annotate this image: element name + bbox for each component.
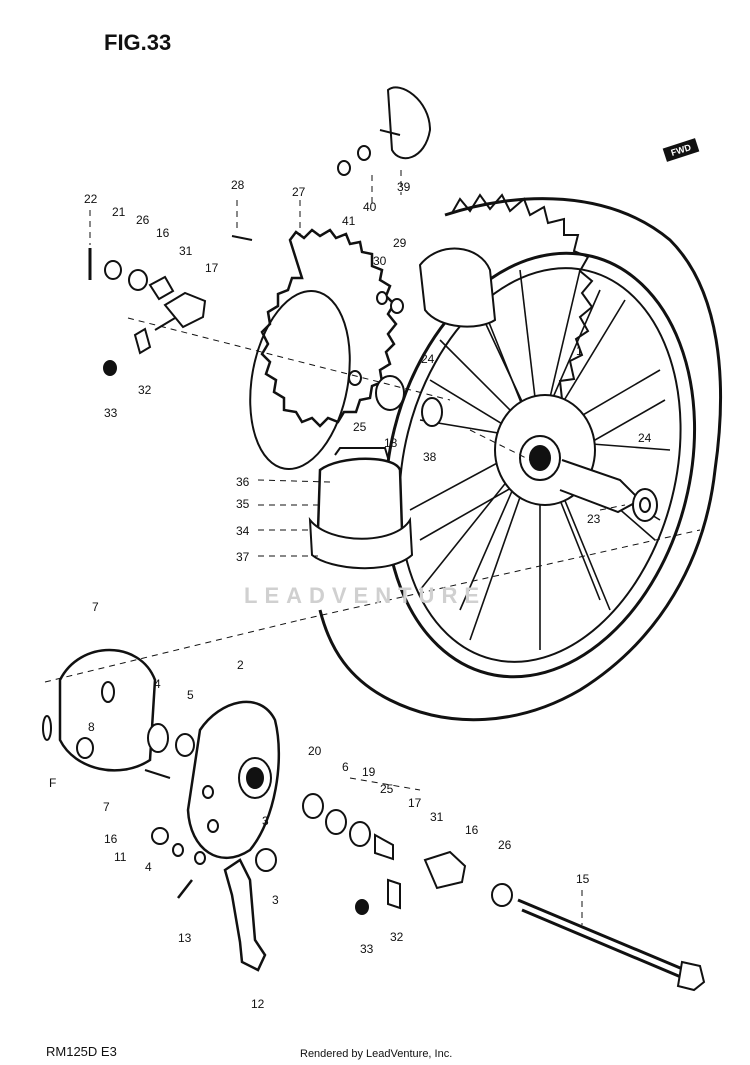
tire bbox=[318, 197, 722, 722]
callout-11: 11 bbox=[114, 850, 127, 864]
callout-41: 41 bbox=[342, 214, 356, 228]
callout-5: 5 bbox=[187, 688, 194, 702]
axle bbox=[517, 898, 706, 992]
callout-32-lower: 32 bbox=[390, 930, 404, 944]
callout-3-lower: 3 bbox=[272, 893, 279, 907]
callout-17-lower: 17 bbox=[408, 796, 422, 810]
callout-28: 28 bbox=[231, 178, 245, 192]
callout-17: 17 bbox=[205, 261, 219, 275]
callout-7: 7 bbox=[92, 600, 99, 614]
brake-shoes bbox=[58, 648, 157, 772]
model-code: RM125D E3 bbox=[46, 1044, 117, 1059]
render-credit: Rendered by LeadVenture, Inc. bbox=[300, 1048, 453, 1060]
callout-39: 39 bbox=[397, 180, 411, 194]
callout-15: 15 bbox=[576, 872, 590, 886]
callout-12: 12 bbox=[251, 997, 265, 1011]
callout-25: 25 bbox=[353, 420, 367, 434]
callout-31: 31 bbox=[179, 244, 193, 258]
callout-2: 2 bbox=[237, 658, 244, 672]
callout-33: 33 bbox=[104, 406, 118, 420]
callout-18: 18 bbox=[384, 436, 398, 450]
callout-16: 16 bbox=[156, 226, 170, 240]
callout-40: 40 bbox=[363, 200, 377, 214]
leader-lines bbox=[44, 170, 701, 925]
callout-32: 32 bbox=[138, 383, 152, 397]
callout-26-lower: 26 bbox=[498, 838, 512, 852]
watermark-text: LEADVENTURE bbox=[244, 583, 487, 608]
callout-33-lower: 33 bbox=[360, 942, 374, 956]
callout-30: 30 bbox=[373, 254, 387, 268]
callout-7-lower: 7 bbox=[103, 800, 110, 814]
callout-1: 1 bbox=[576, 344, 583, 358]
callout-4: 4 bbox=[154, 677, 161, 691]
callout-20: 20 bbox=[308, 744, 322, 758]
torque-link bbox=[223, 858, 267, 972]
callout-31-lower: 31 bbox=[430, 810, 444, 824]
callout-3: 3 bbox=[262, 814, 269, 828]
rear-wheel-assembly bbox=[318, 193, 722, 722]
figure-label: FIG.33 bbox=[104, 30, 172, 55]
callout-36: 36 bbox=[236, 475, 250, 489]
callout-4-lower: 4 bbox=[145, 860, 152, 874]
callout-27: 27 bbox=[292, 185, 306, 199]
callout-22: 22 bbox=[84, 192, 98, 206]
callout-21: 21 bbox=[112, 205, 126, 219]
rim bbox=[383, 251, 697, 679]
callout-25-lower: 25 bbox=[380, 782, 394, 796]
callout-16-right: 16 bbox=[465, 823, 479, 837]
callout-16-lower: 16 bbox=[104, 832, 118, 846]
callout-29: 29 bbox=[393, 236, 407, 250]
callout-37: 37 bbox=[236, 550, 250, 564]
callout-23: 23 bbox=[587, 512, 601, 526]
callout-38: 38 bbox=[423, 450, 437, 464]
callout-13: 13 bbox=[178, 931, 192, 945]
callout-24-right: 24 bbox=[638, 431, 652, 445]
brake-panel bbox=[186, 700, 281, 860]
callout-34: 34 bbox=[236, 524, 250, 538]
callout-F: F bbox=[49, 776, 57, 790]
bearing-24-right bbox=[632, 488, 658, 522]
callout-19: 19 bbox=[362, 765, 376, 779]
rear-sprocket bbox=[249, 228, 398, 471]
callout-6: 6 bbox=[342, 760, 349, 774]
callout-35: 35 bbox=[236, 497, 250, 511]
drum-parts bbox=[308, 447, 414, 570]
callout-26: 26 bbox=[136, 213, 150, 227]
callout-8: 8 bbox=[88, 720, 95, 734]
callout-24: 24 bbox=[421, 352, 435, 366]
hardware bbox=[42, 86, 513, 915]
